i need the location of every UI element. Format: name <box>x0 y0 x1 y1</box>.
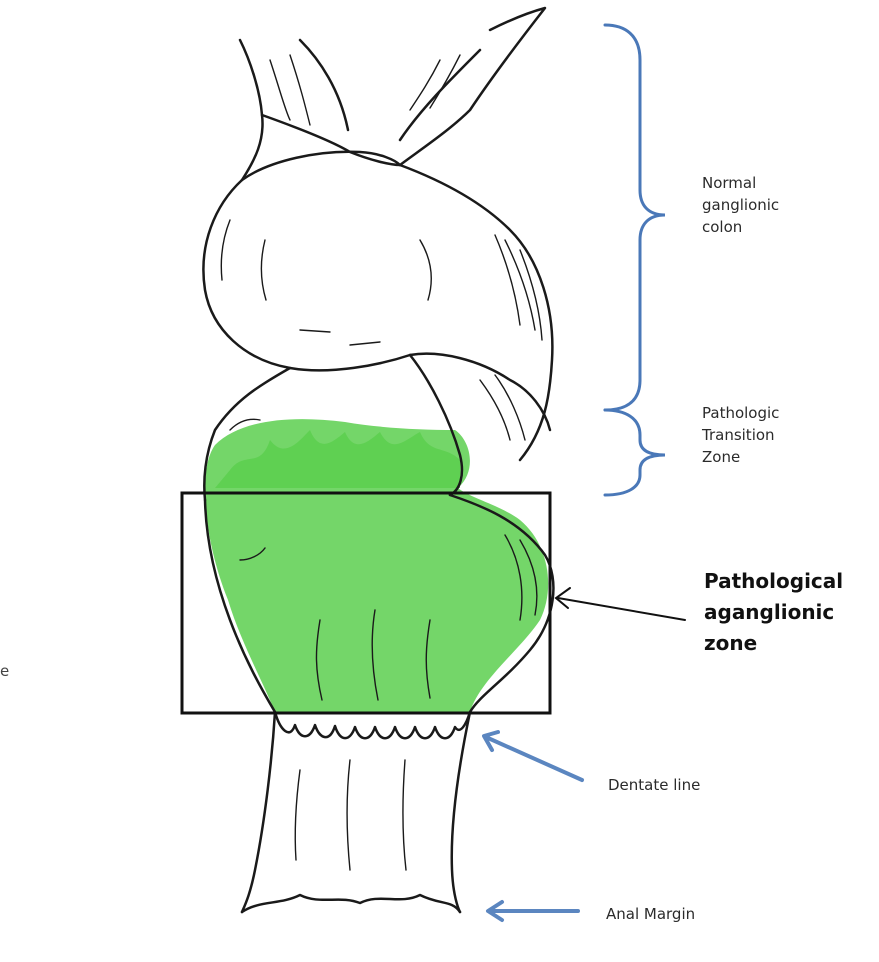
label-line: zone <box>704 628 843 659</box>
transition-bracket <box>605 410 665 495</box>
normal-bracket <box>605 25 665 410</box>
cropped-edge-text: e <box>0 660 9 682</box>
transition-zone-label: Pathologic Transition Zone <box>702 402 779 468</box>
aganglionic-zone-label: Pathological aganglionic zone <box>704 566 843 659</box>
label-line: aganglionic <box>704 597 843 628</box>
dentate-fringe <box>275 712 470 738</box>
ganglionic-bulge-top <box>242 152 400 180</box>
label-line: Transition <box>702 424 779 446</box>
label-line: Zone <box>702 446 779 468</box>
label-line: Normal <box>702 172 779 194</box>
aganglionic-arrow <box>556 588 685 620</box>
label-line: Pathologic <box>702 402 779 424</box>
normal-colon-label: Normal ganglionic colon <box>702 172 779 238</box>
anal-margin-arrow <box>488 902 578 920</box>
label-line: colon <box>702 216 779 238</box>
anal-canal-outline <box>242 712 470 912</box>
label-line: e <box>0 660 9 682</box>
label-line: Anal Margin <box>606 903 695 925</box>
dentate-line-label: Dentate line <box>608 774 700 796</box>
dentate-arrow <box>484 732 582 780</box>
anal-margin-edge <box>242 895 460 912</box>
label-line: Pathological <box>704 566 843 597</box>
upper-colon-outline <box>240 8 545 180</box>
ganglionic-bulge-outline <box>203 165 552 460</box>
anal-margin-label: Anal Margin <box>606 903 695 925</box>
label-line: Dentate line <box>608 774 700 796</box>
label-line: ganglionic <box>702 194 779 216</box>
upper-colon-inner <box>262 40 480 165</box>
